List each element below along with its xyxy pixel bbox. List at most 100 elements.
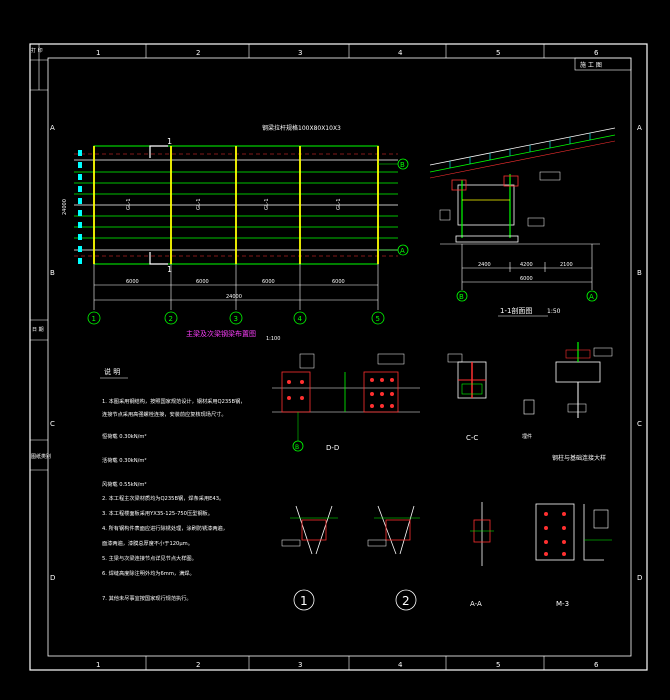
detail-m-3: M-3 xyxy=(535,503,612,608)
plan-section-mark-bot: 1 xyxy=(167,265,172,274)
plan-dim-1: 6000 xyxy=(196,279,209,285)
detail-small-label: 埋件 xyxy=(522,433,532,440)
plan-axis-label-3: 3 xyxy=(234,315,238,323)
detail-column-base-label: 钢柱与基础连接大样 xyxy=(552,454,606,462)
plan-axis-label-1: 1 xyxy=(92,315,96,323)
notes-line-7: 4. 所有钢构件表面应进行除锈处理，涂刷防锈漆两遍， xyxy=(102,524,228,532)
title-block xyxy=(574,57,632,71)
plan-dim-3: 6000 xyxy=(332,279,345,285)
plan-dim-total: 24000 xyxy=(226,294,242,300)
plan-dim-2: 6000 xyxy=(262,279,275,285)
notes: 说 明 1. 本图采用钢结构，按照国家规范设计，钢材采用Q235B钢， 连接节点… xyxy=(100,367,245,602)
plan-axis-label-4: 4 xyxy=(298,315,303,323)
grid-row-left-D: D xyxy=(50,574,55,582)
section-title: 1-1剖面图 xyxy=(500,306,532,315)
grid-col-bottom-1: 1 xyxy=(96,661,100,669)
inner-frame xyxy=(47,57,632,657)
detail-d-d-label: D-D xyxy=(326,444,339,452)
section-scale: 1:50 xyxy=(547,308,561,315)
grid-col-bottom-2: 2 xyxy=(196,661,200,669)
notes-lines: 1. 本图采用钢结构，按照国家规范设计，钢材采用Q235B钢， 连接节点采用高强… xyxy=(102,397,245,602)
notes-line-6: 3. 本工程楼面板采用YX35-125-750压型钢板。 xyxy=(102,509,213,517)
section-axis-b: B xyxy=(459,293,464,301)
detail-node-2: 2 xyxy=(367,505,420,611)
grid-row-left-B: B xyxy=(50,269,55,277)
notes-line-1: 连接节点采用高强螺栓连接，安装前应复核现场尺寸。 xyxy=(102,410,227,418)
notes-line-9: 5. 主梁与次梁连接节点详见节点大样图。 xyxy=(102,554,197,562)
svg-text:GL-1: GL-1 xyxy=(196,198,202,210)
title-block-text: 施 工 图 xyxy=(580,61,602,69)
detail-a-a-label: A-A xyxy=(470,600,482,608)
grid-row-left-C: C xyxy=(50,420,55,428)
grid-row-labels-right: A B C D xyxy=(637,124,642,582)
notes-line-0: 1. 本图采用钢结构，按照国家规范设计，钢材采用Q235B钢， xyxy=(102,397,245,405)
svg-text:24000: 24000 xyxy=(62,199,68,215)
grid-col-top-1: 1 xyxy=(96,49,100,57)
grid-row-left-A: A xyxy=(50,124,55,132)
grid-col-top-4: 4 xyxy=(398,49,403,57)
plan-axis-bubble-2 xyxy=(164,311,178,325)
svg-text:GL-1: GL-1 xyxy=(264,198,270,210)
plan-axis-bubble-3 xyxy=(229,311,243,325)
svg-text:GL-1: GL-1 xyxy=(336,198,342,210)
grid-column-labels-top: 1 2 3 4 5 6 xyxy=(96,49,599,57)
grid-column-ticks xyxy=(145,44,545,670)
notes-line-8: 面漆两遍，漆膜总厚度不小于120μm。 xyxy=(102,539,193,547)
plan-axis-label-5: 5 xyxy=(376,315,380,323)
detail-c-c: 埋件 C-C xyxy=(447,353,535,442)
left-strip-bot: 图纸类别 xyxy=(31,453,51,460)
notes-line-3: 活荷载 0.30kN/m² xyxy=(102,456,147,464)
grid-col-bottom-4: 4 xyxy=(398,661,403,669)
grid-col-bottom-6: 6 xyxy=(594,661,599,669)
detail-column-base: 钢柱与基础连接大样 xyxy=(552,342,613,462)
notes-line-10: 6. 焊缝高度除注明外均为6mm，满焊。 xyxy=(102,569,195,577)
section-dim-1: 4200 xyxy=(520,262,533,268)
plan-axis-bubble-1 xyxy=(87,311,101,325)
plan-axis-right-b: B xyxy=(400,161,405,169)
plan-view: 钢梁拉杆规格100X80X10X3 xyxy=(62,124,409,342)
left-strip-top: 打 印 xyxy=(31,47,43,54)
grid-row-right-C: C xyxy=(637,420,642,428)
grid-col-bottom-5: 5 xyxy=(496,661,500,669)
plan-scale: 1:100 xyxy=(266,336,280,342)
grid-col-bottom-3: 3 xyxy=(298,661,302,669)
notes-heading: 说 明 xyxy=(104,367,120,376)
plan-axis-bubble-5 xyxy=(371,311,385,325)
plan-top-label: 钢梁拉杆规格100X80X10X3 xyxy=(262,124,341,132)
outer-frame xyxy=(29,43,648,671)
grid-column-labels-bottom: 1 2 3 4 5 6 xyxy=(96,661,599,669)
grid-row-labels-left: A B C D xyxy=(50,124,55,582)
node-1-label: 1 xyxy=(300,594,308,608)
section-dim-3: 6000 xyxy=(520,276,533,282)
notes-line-5: 2. 本工程主次梁材质均为Q235B钢，焊条采用E43。 xyxy=(102,494,224,502)
svg-text:GL-1: GL-1 xyxy=(126,198,132,210)
grid-col-top-5: 5 xyxy=(496,49,500,57)
detail-m-3-label: M-3 xyxy=(556,600,569,608)
notes-line-2: 恒荷载 0.30kN/m² xyxy=(102,432,147,440)
section-dim-0: 2400 xyxy=(478,262,491,268)
section-dimensions: 2400 4200 2100 6000 xyxy=(478,262,573,282)
detail-d-d: B D-D xyxy=(272,353,420,452)
grid-row-right-B: B xyxy=(637,269,642,277)
grid-row-right-A: A xyxy=(637,124,642,132)
section-axis-a: A xyxy=(589,293,594,301)
left-strip xyxy=(30,44,48,471)
detail-node-1: 1 xyxy=(281,505,338,611)
grid-col-top-6: 6 xyxy=(594,49,599,57)
node-2-label: 2 xyxy=(402,594,410,608)
detail-a-a: A-A xyxy=(470,502,494,608)
detail-c-c-label: C-C xyxy=(466,434,478,442)
svg-text:B: B xyxy=(295,444,299,451)
plan-title: 主梁及次梁钢梁布置图 xyxy=(186,329,256,338)
left-strip-mid: 日 期 xyxy=(32,327,44,333)
notes-line-11: 7. 其他未尽事宜按国家现行规范执行。 xyxy=(102,594,192,602)
plan-section-mark-top: 1 xyxy=(167,137,172,146)
grid-col-top-2: 2 xyxy=(196,49,200,57)
grid-col-top-3: 3 xyxy=(298,49,302,57)
section-dim-2: 2100 xyxy=(560,262,573,268)
grid-row-right-D: D xyxy=(637,574,642,582)
notes-line-4: 风荷载 0.55kN/m² xyxy=(102,480,147,488)
